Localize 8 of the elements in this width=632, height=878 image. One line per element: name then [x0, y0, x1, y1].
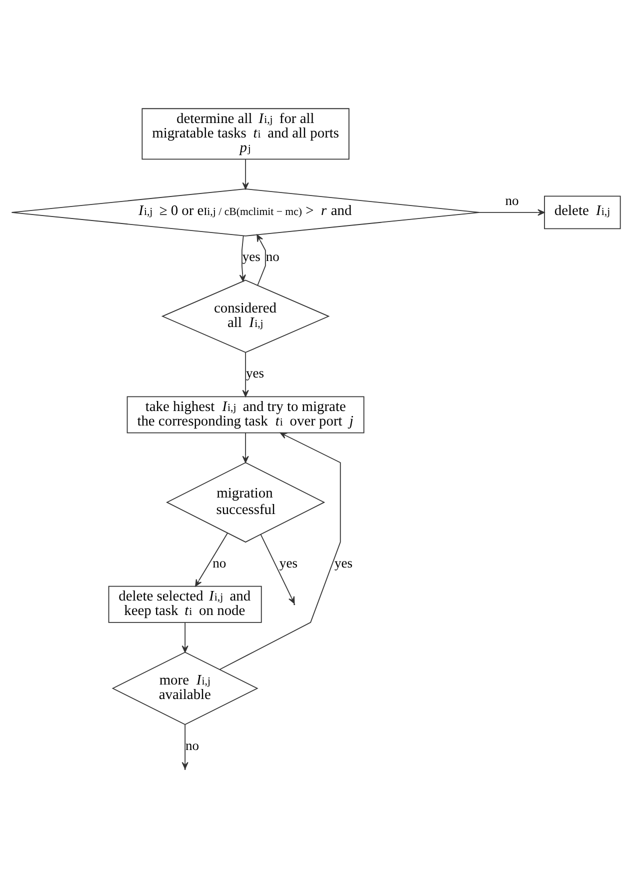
- edge-label: yes: [246, 366, 264, 381]
- edge-label: no: [212, 555, 226, 570]
- edge-label: yes: [242, 249, 260, 264]
- edge-label: yes: [279, 555, 298, 570]
- edge-label: yes: [334, 555, 353, 570]
- edge-label: no: [266, 249, 280, 264]
- edge-label: no: [186, 738, 200, 753]
- edge-label: no: [505, 193, 519, 208]
